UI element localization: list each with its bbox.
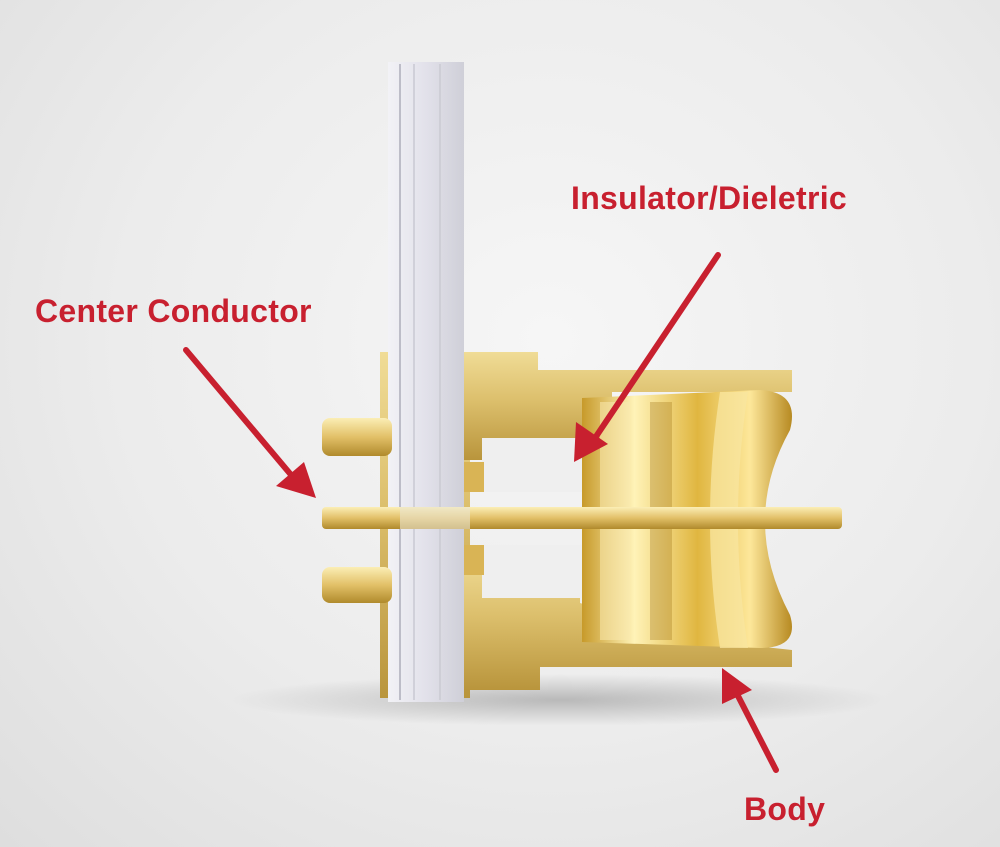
center-conductor-label: Center Conductor bbox=[35, 293, 312, 329]
arrow-icon bbox=[183, 347, 316, 498]
body-upper-wall bbox=[462, 352, 792, 460]
insulator-dielectric-label: Insulator/Dieletric bbox=[571, 180, 847, 216]
mounting-pin-bottom bbox=[322, 567, 392, 603]
callout-arrows bbox=[183, 252, 779, 773]
mounting-pins bbox=[322, 418, 392, 603]
body-label: Body bbox=[744, 791, 826, 827]
collar-bottom bbox=[462, 545, 484, 575]
ground-shadow bbox=[230, 674, 890, 726]
collar-top bbox=[462, 462, 484, 492]
center-conductor bbox=[322, 507, 842, 529]
arrow-icon bbox=[574, 252, 721, 462]
mounting-pin-top bbox=[322, 418, 392, 456]
center-pin-through-pcb bbox=[400, 507, 470, 529]
cavity-lower bbox=[482, 545, 582, 598]
pcb-board bbox=[388, 62, 464, 702]
connector-body bbox=[380, 352, 792, 698]
cavity-upper bbox=[482, 438, 582, 492]
arrow-icon bbox=[722, 668, 779, 773]
